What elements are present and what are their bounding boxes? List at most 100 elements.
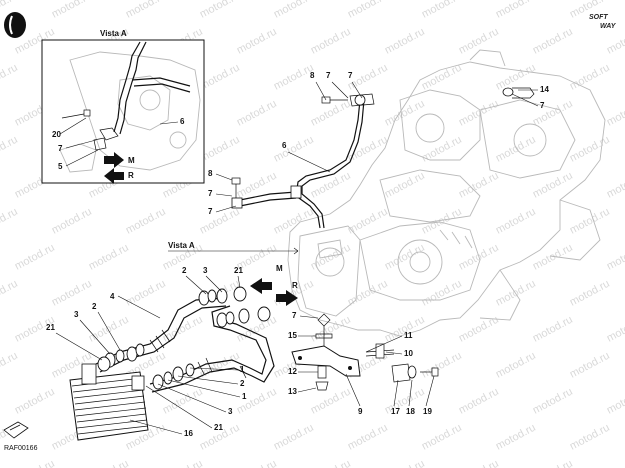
leader-line — [365, 335, 403, 353]
watermark-text: motod.ru — [420, 278, 464, 309]
watermark-text: motod.ru — [87, 242, 131, 273]
leader-line — [129, 419, 183, 435]
watermark-text: motod.ru — [309, 98, 353, 129]
watermark-text: motod.ru — [457, 26, 501, 57]
watermark-text: motod.ru — [420, 0, 464, 21]
watermark-text: motod.ru — [568, 62, 612, 93]
watermark-text: motod.ru — [87, 314, 131, 345]
watermark-text: motod.ru — [309, 458, 353, 468]
watermark-text: motod.ru — [50, 206, 94, 237]
watermark-text: motod.ru — [0, 350, 20, 381]
watermark-text: motod.ru — [383, 170, 427, 201]
watermark-text: motod.ru — [346, 0, 390, 21]
leader-line — [189, 367, 239, 371]
callout-label-l1b: 1 — [242, 392, 247, 401]
watermark-text: motod.ru — [124, 278, 168, 309]
callout-label-l7b: 7 — [348, 71, 353, 80]
leader-line — [385, 351, 403, 355]
washer-ring — [185, 363, 195, 377]
watermark-text: motod.ru — [494, 134, 538, 165]
watermark-text: motod.ru — [531, 458, 575, 468]
leader-line — [351, 81, 363, 99]
oil-cooler — [69, 363, 149, 441]
washer-ring — [126, 346, 138, 362]
watermark-text: motod.ru — [531, 26, 575, 57]
direction-arrow-m-icon — [250, 278, 272, 294]
watermark-text: motod.ru — [383, 314, 427, 345]
callout-label-l2c: 2 — [240, 379, 245, 388]
watermark-text: motod.ru — [161, 386, 205, 417]
watermark-text: motod.ru — [605, 458, 625, 468]
leader-line — [299, 315, 319, 319]
watermark-text: motod.ru — [457, 98, 501, 129]
watermark-text: motod.ru — [531, 314, 575, 345]
watermark-text: motod.ru — [494, 422, 538, 453]
upper-oil-pipe — [231, 87, 535, 229]
leader-line — [331, 81, 349, 99]
washer-ring — [207, 289, 217, 303]
callout-label-l3c: 3 — [228, 407, 233, 416]
watermark-text: motod.ru — [87, 458, 131, 468]
leader-line — [408, 379, 413, 407]
watermark-text: motod.ru — [235, 98, 279, 129]
leader-line — [55, 332, 103, 361]
callout-label-l4: 4 — [110, 292, 115, 301]
callout-label-l3b: 3 — [74, 310, 79, 319]
leader-line — [117, 295, 161, 319]
callout-label-l19: 19 — [423, 407, 432, 416]
watermark-text: motod.ru — [383, 386, 427, 417]
watermark-text: motod.ru — [198, 0, 242, 21]
engine-outline — [287, 49, 606, 337]
callout-label-l10: 10 — [404, 349, 413, 358]
watermark-text: motod.ru — [161, 314, 205, 345]
arrow-label-r: R — [292, 281, 298, 290]
washer-ring — [257, 306, 271, 322]
callout-label-l1a: 1 — [240, 365, 245, 374]
brand-logo-left — [4, 12, 26, 38]
leader-lines — [55, 81, 539, 435]
leader-line — [287, 151, 331, 173]
washer-ring — [152, 374, 164, 390]
washer-ring — [163, 371, 173, 385]
leader-line — [393, 379, 399, 407]
inset-arrow-m-icon — [104, 152, 124, 168]
callout-label-l7e: 7 — [208, 207, 213, 216]
watermark-text: motod.ru — [605, 170, 625, 201]
washer-ring — [135, 343, 145, 357]
leader-line — [215, 205, 237, 213]
watermark-text: motod.ru — [568, 422, 612, 453]
callout-label-l21c: 21 — [214, 423, 223, 432]
manual-book-icon — [3, 421, 29, 439]
watermark-text: motod.ru — [420, 422, 464, 453]
callout-label-l2a: 2 — [182, 266, 187, 275]
watermark-text: motod.ru — [0, 134, 20, 165]
watermark-text: motod.ru — [420, 350, 464, 381]
watermark-text: motod.ru — [272, 0, 316, 21]
leader-line — [215, 173, 233, 181]
callout-label-l14: 14 — [540, 85, 549, 94]
leader-line — [345, 373, 361, 407]
leader-line — [205, 275, 223, 293]
inset-label: 5 — [58, 162, 63, 171]
view-callout: Vista A — [168, 241, 195, 250]
brand-logo-line2: WAY — [600, 23, 617, 30]
leader-line — [177, 375, 239, 385]
watermark-text: motod.ru — [531, 98, 575, 129]
callout-label-l9: 9 — [358, 407, 363, 416]
watermark-text: motod.ru — [531, 242, 575, 273]
washer-rings — [97, 286, 271, 390]
callout-label-l21b: 21 — [46, 323, 55, 332]
watermark-text: motod.ru — [605, 386, 625, 417]
watermark-text: motod.ru — [494, 206, 538, 237]
watermark-text: motod.ru — [235, 458, 279, 468]
callout-label-l21a: 21 — [234, 266, 243, 275]
inset-title: Vista A — [100, 29, 127, 38]
watermark-text: motod.ru — [346, 134, 390, 165]
washer-ring — [172, 366, 184, 382]
leader-line — [97, 311, 121, 351]
watermark-text: motod.ru — [235, 26, 279, 57]
watermark-text: motod.ru — [457, 314, 501, 345]
watermark-text: motod.ru — [13, 386, 57, 417]
watermark-text: motod.ru — [13, 242, 57, 273]
